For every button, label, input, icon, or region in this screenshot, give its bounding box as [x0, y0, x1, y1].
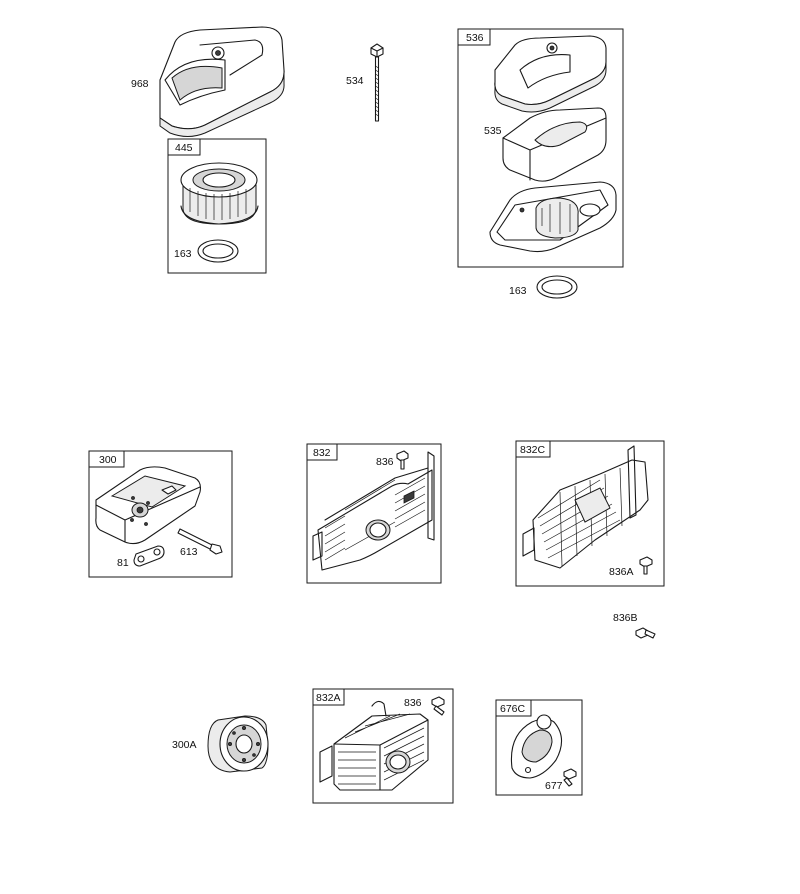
part-832a-muffler-guard	[319, 700, 429, 791]
kit-box-832	[306, 443, 442, 584]
part-300-muffler	[95, 466, 201, 545]
label-81: 81	[117, 557, 129, 569]
kit-tab-300	[88, 450, 125, 468]
label-968: 968	[131, 78, 149, 90]
part-836A-screw	[639, 556, 653, 575]
kit-tab-445	[167, 138, 201, 156]
part-832c-muffler-guard	[522, 445, 649, 569]
label-677: 677	[545, 780, 563, 792]
part-536-base	[489, 181, 617, 253]
kit-tab-676c	[495, 699, 532, 717]
part-445-filter-cartridge	[180, 162, 259, 225]
part-535-foam-filter	[502, 107, 607, 182]
part-163-ring-right	[536, 275, 578, 299]
label-534: 534	[346, 75, 364, 87]
kit-box-300	[88, 450, 233, 578]
label-836-a: 836	[376, 456, 394, 468]
label-163-left: 163	[174, 248, 192, 260]
label-832: 832	[313, 447, 331, 459]
kit-tab-832	[306, 443, 338, 461]
part-677-screw	[563, 768, 577, 787]
part-81-lock-plate	[133, 545, 165, 567]
kit-box-676c	[495, 699, 583, 796]
label-535: 535	[484, 125, 502, 137]
kit-box-445	[167, 138, 267, 274]
part-534-bolt	[370, 43, 384, 122]
label-536: 536	[466, 32, 484, 44]
label-832C: 832C	[520, 444, 546, 456]
part-536-cover	[494, 35, 607, 113]
kit-tab-832a	[312, 688, 345, 706]
part-676c-gasket-plate	[510, 714, 563, 779]
part-836-screw-a	[396, 450, 409, 470]
kit-box-536	[457, 28, 624, 268]
label-836B: 836B	[613, 612, 638, 624]
kit-box-832a	[312, 688, 454, 804]
kit-tab-536	[457, 28, 491, 46]
label-613: 613	[180, 546, 198, 558]
label-836-b: 836	[404, 697, 422, 709]
part-836B-screw	[635, 627, 656, 639]
part-613-stud	[177, 528, 223, 555]
part-163-ring-left	[197, 239, 239, 263]
kit-box-832c	[515, 440, 665, 587]
label-300: 300	[99, 454, 117, 466]
label-445: 445	[175, 142, 193, 154]
label-676C: 676C	[500, 703, 526, 715]
label-832A: 832A	[316, 692, 341, 704]
part-832-muffler-guard	[312, 451, 435, 571]
part-300A-muffler	[207, 715, 269, 773]
part-968-air-cleaner-cover	[159, 26, 285, 137]
label-836A: 836A	[609, 566, 634, 578]
label-163-right: 163	[509, 285, 527, 297]
label-300A: 300A	[172, 739, 197, 751]
part-836-screw-b	[431, 696, 445, 716]
kit-tab-832c	[515, 440, 551, 458]
